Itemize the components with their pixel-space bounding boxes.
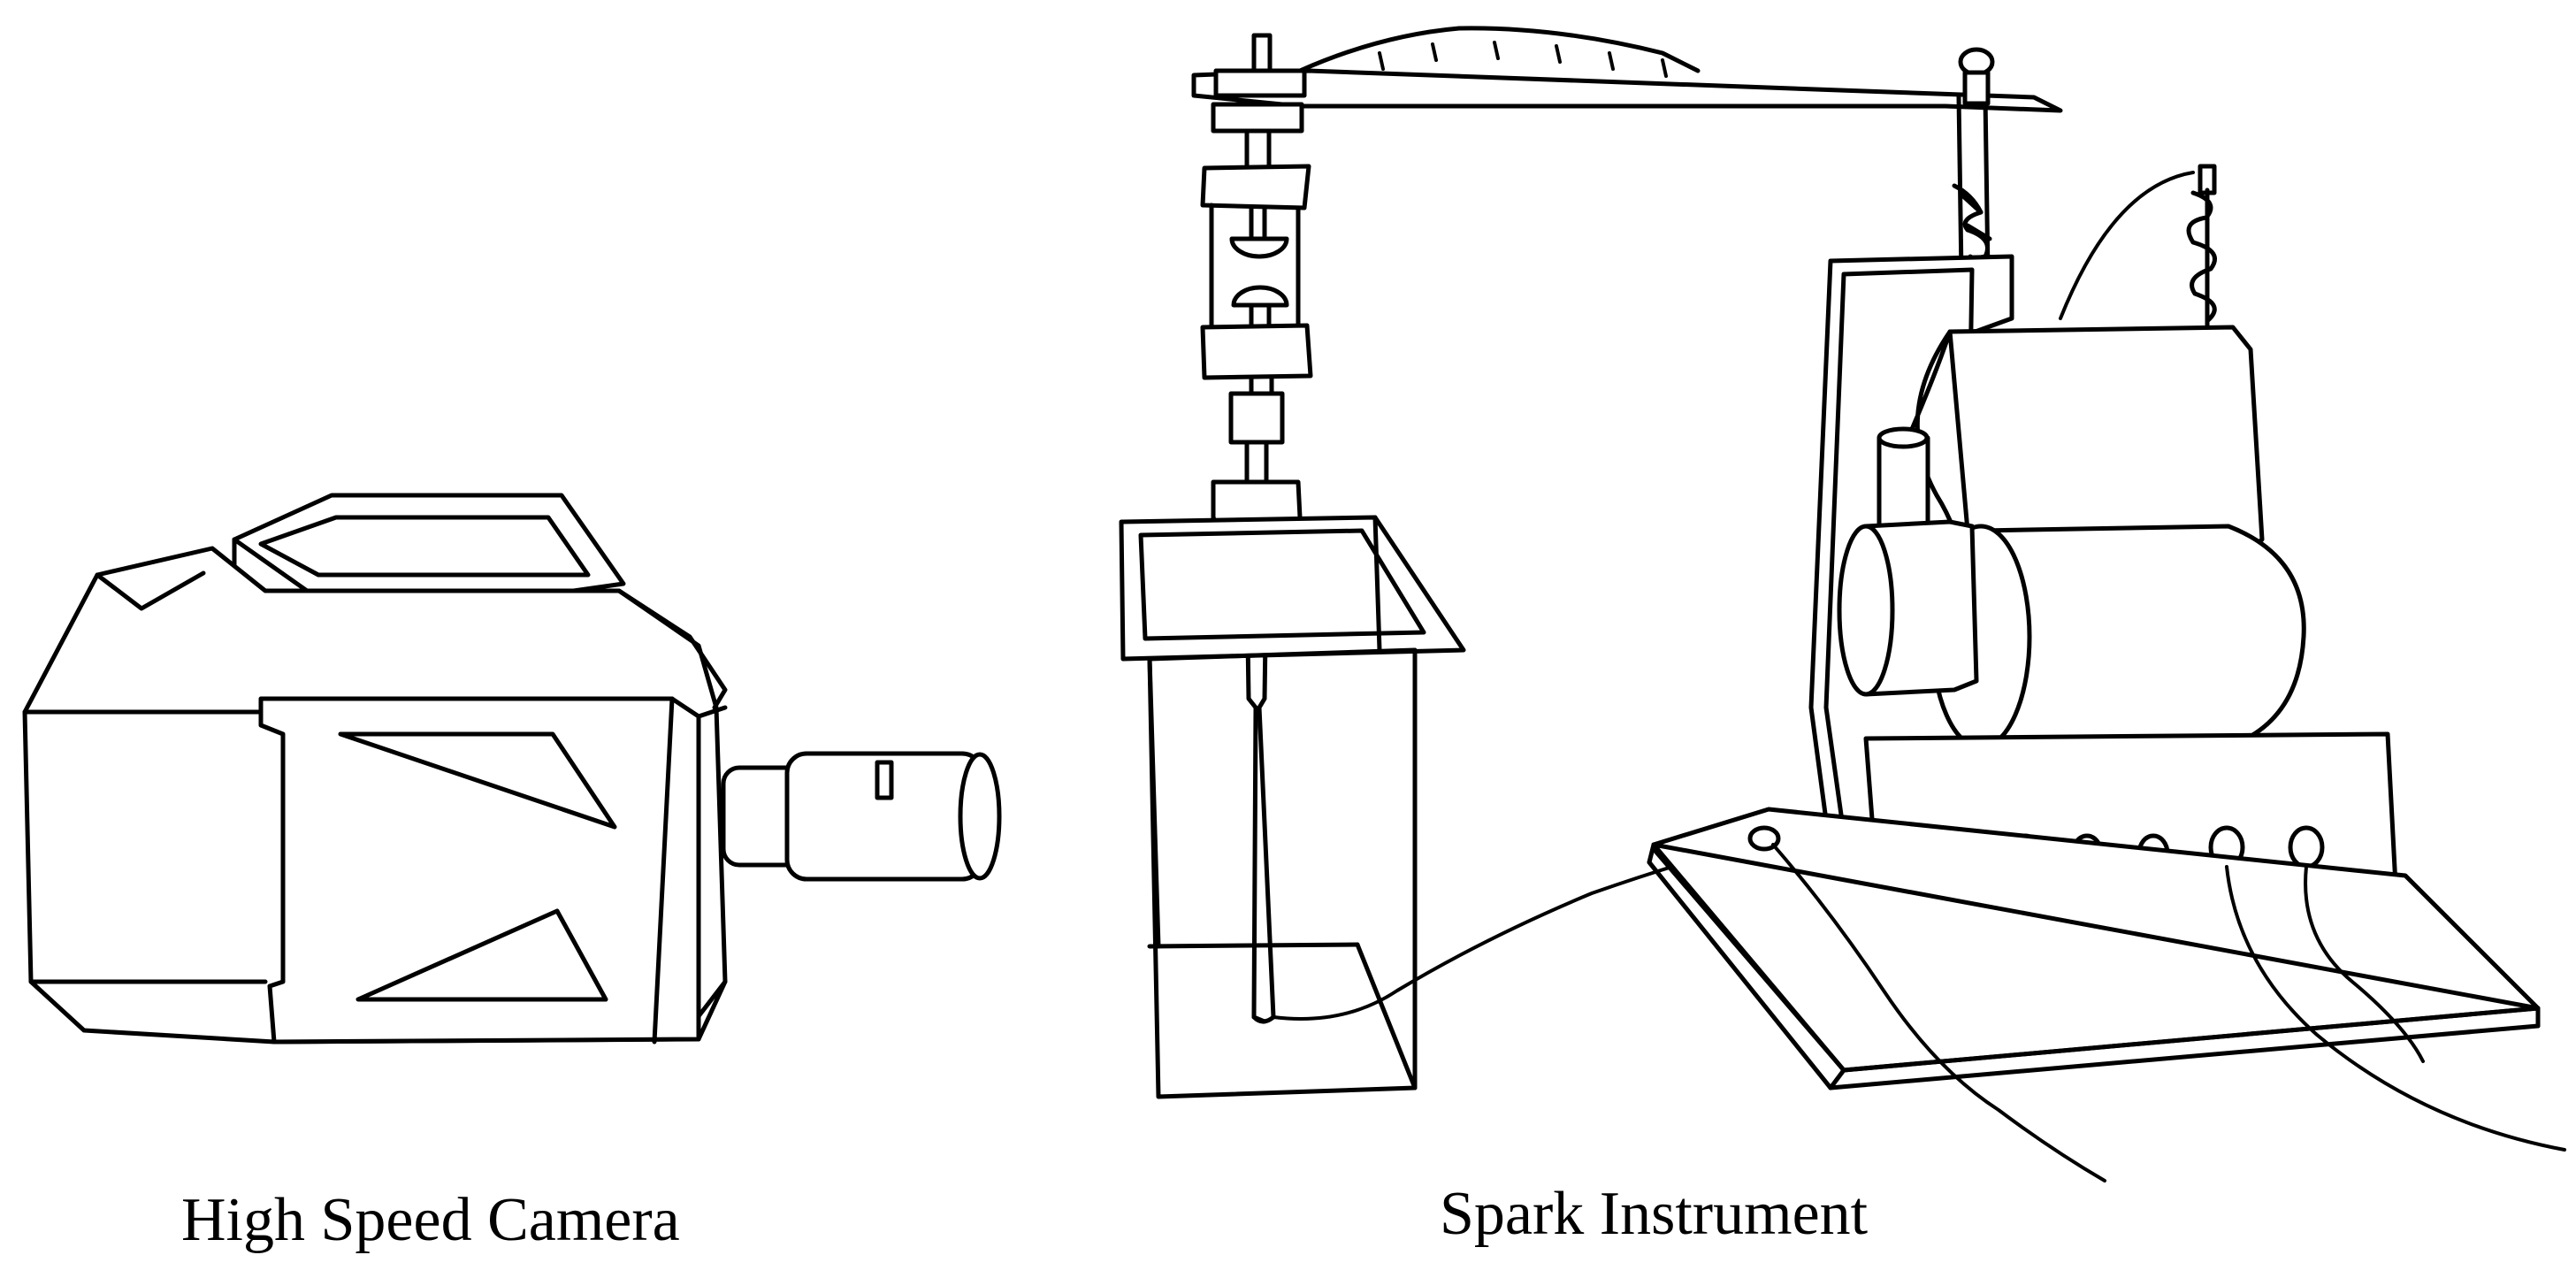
camera-label: High Speed Camera	[181, 1186, 680, 1254]
high-speed-camera-icon	[22, 493, 1002, 1045]
spark-instrument-label: Spark Instrument	[1440, 1180, 1869, 1248]
spark-instrument-icon	[1119, 26, 2566, 1182]
